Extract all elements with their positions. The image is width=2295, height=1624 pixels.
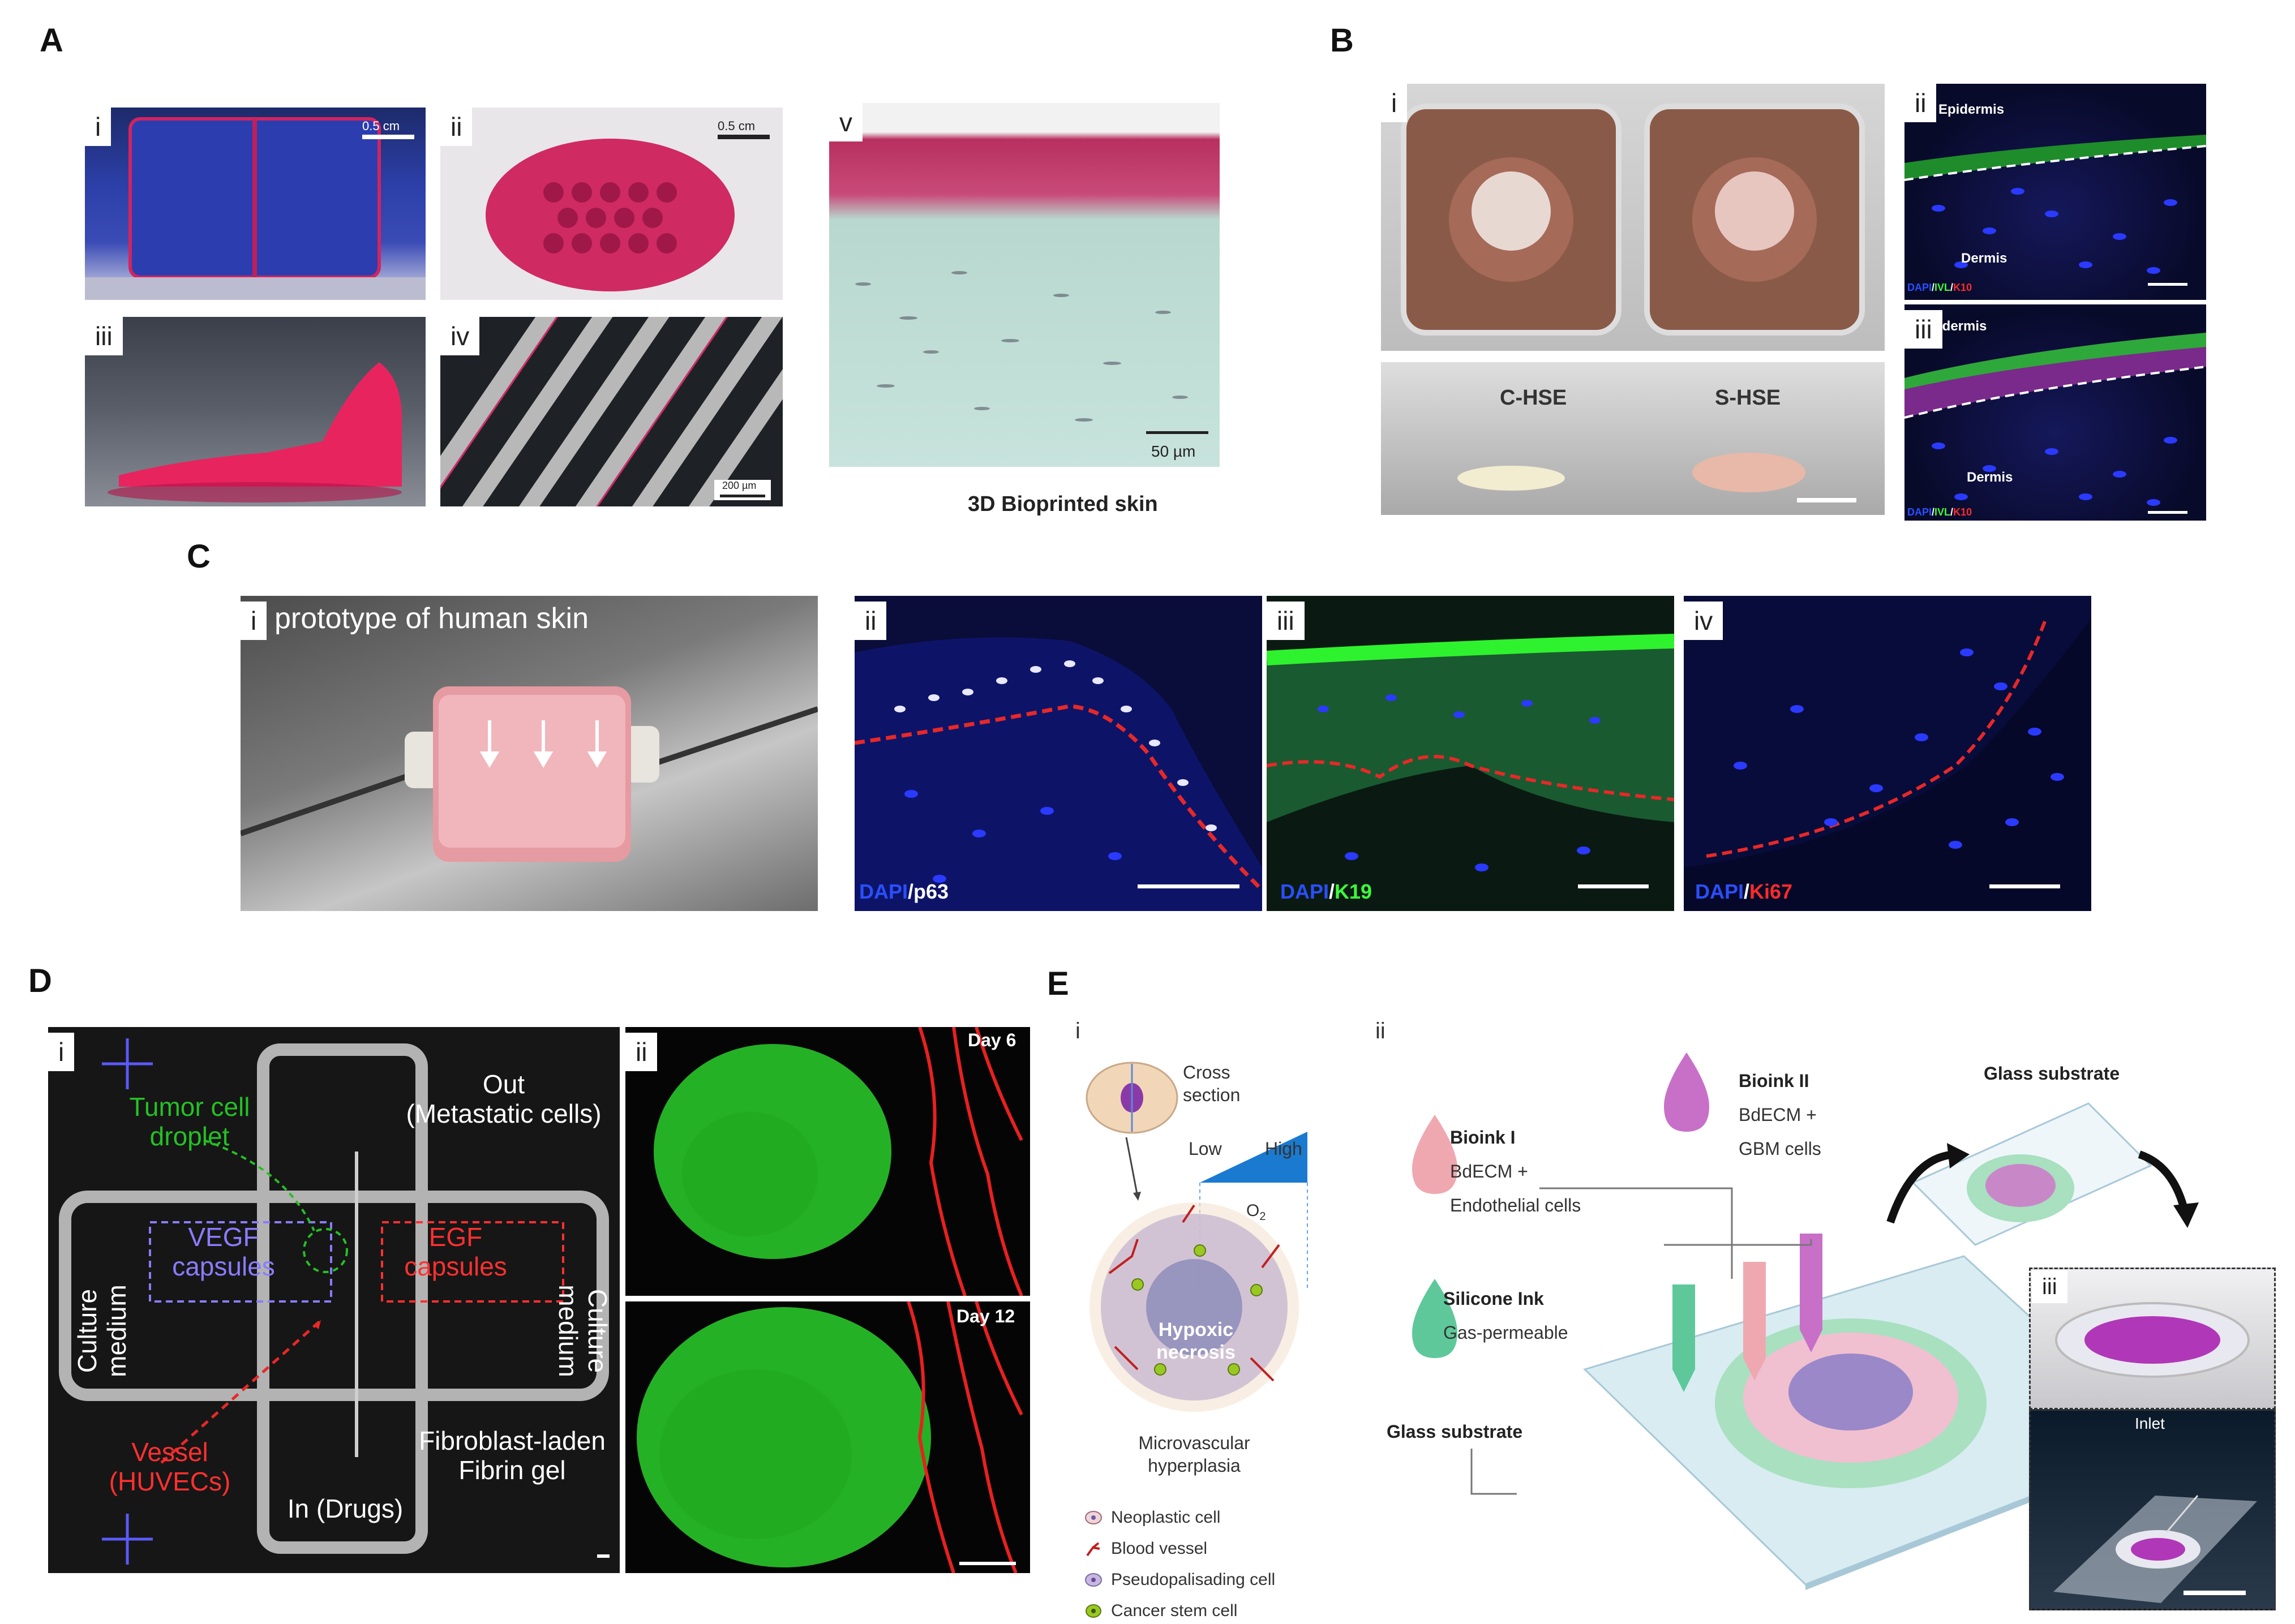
bioink1-line1: BdECM + <box>1450 1161 1528 1182</box>
panel-e-i-diagram <box>1070 1052 1336 1505</box>
high-label: High <box>1265 1138 1302 1159</box>
panel-d-i-image <box>48 1027 620 1573</box>
panel-letter-d: D <box>28 963 52 999</box>
panel-c-iii-label: iii <box>1267 602 1305 640</box>
silicone-title: Silicone Ink <box>1443 1288 1544 1309</box>
panel-b-ii-stain-label: DAPI/IVL/K10 <box>1907 282 1972 293</box>
panel-d-ii-day12-image <box>625 1301 1030 1573</box>
silicone-line1: Gas-permeable <box>1443 1322 1568 1343</box>
panel-letter-e: E <box>1047 965 1069 1002</box>
panel-b-iii-label: iii <box>1904 310 1942 349</box>
scale-bar <box>362 135 414 139</box>
panel-a-iii-label: iii <box>85 317 123 355</box>
panel-d-ii-label: ii <box>625 1033 658 1071</box>
panel-c-iii-image <box>1267 596 1674 911</box>
dermis-label: Dermis <box>1967 470 2013 485</box>
panel-c-ii-image <box>855 596 1262 911</box>
bioink2-title: Bioink II <box>1739 1071 1809 1091</box>
legend-item: Neoplastic cell <box>1084 1508 1220 1527</box>
scale-bar <box>1146 431 1208 434</box>
panel-c-iii-stain-label: DAPI/K19 <box>1280 880 1372 903</box>
panel-c-iv-stain-label: DAPI/Ki67 <box>1695 880 1793 903</box>
in-drugs-label: In (Drugs) <box>287 1494 404 1523</box>
panel-b-i-image <box>1381 84 1885 351</box>
blood-vessel-icon <box>1084 1541 1103 1557</box>
glass-substrate-top-label: Glass substrate <box>1984 1063 2120 1084</box>
panel-e-ii-diagram <box>1358 1052 2275 1618</box>
panel-a-iv-label: iv <box>440 317 480 355</box>
epidermis-label: idermis <box>1938 319 1987 334</box>
panel-b-i-label: i <box>1381 84 1408 122</box>
panel-d-i-label: i <box>48 1033 75 1071</box>
panel-e-iii-label: iii <box>2032 1270 2067 1303</box>
epidermis-label: Epidermis <box>1938 102 2005 117</box>
panel-b-ii-image <box>1904 84 2206 300</box>
panel-a-iii-image <box>85 317 426 506</box>
vessel-label: Vessel(HUVECs) <box>109 1437 231 1496</box>
inlet-label: Inlet <box>2135 1415 2165 1432</box>
panel-a-ii-image <box>440 108 783 300</box>
panel-a-i-label: i <box>85 108 111 146</box>
dermis-label: Dermis <box>1961 251 2007 266</box>
legend-item: Cancer stem cell <box>1084 1601 1237 1621</box>
scale-bar-label: 0.5 cm <box>718 119 756 133</box>
panel-c-iv-label: iv <box>1684 602 1723 640</box>
panel-b-i-bottom-image <box>1381 362 1885 515</box>
glass-substrate-label: Glass substrate <box>1387 1421 1523 1442</box>
panel-a-v-image <box>829 103 1220 467</box>
panel-c-ii-stain-label: DAPI/p63 <box>859 880 949 903</box>
panel-e-i-label: i <box>1075 1019 1080 1043</box>
out-label: Out(Metastatic cells) <box>406 1069 602 1128</box>
day12-label: Day 12 <box>956 1306 1015 1326</box>
panel-c-i-label: i <box>241 602 267 640</box>
shse-label: S-HSE <box>1715 386 1781 410</box>
o2-label: O2 <box>1246 1201 1266 1223</box>
bioink1-title: Bioink I <box>1450 1127 1516 1148</box>
panel-letter-c: C <box>187 538 211 575</box>
panel-a-caption: 3D Bioprinted skin <box>968 492 1158 516</box>
panel-d-ii-day6-image <box>625 1027 1030 1296</box>
neoplastic-cell-icon <box>1084 1510 1103 1526</box>
panel-b-iii-stain-label: DAPI/IVL/K10 <box>1907 506 1972 518</box>
day6-label: Day 6 <box>968 1030 1016 1050</box>
panel-c-i-title: prototype of human skin <box>274 602 589 635</box>
panel-c-ii-label: ii <box>855 602 887 640</box>
chse-label: C-HSE <box>1500 386 1567 410</box>
panel-b-iii-image <box>1904 304 2206 521</box>
bioink2-line2: GBM cells <box>1739 1138 1821 1159</box>
panel-letter-a: A <box>40 22 63 59</box>
pseudopalisading-cell-icon <box>1084 1572 1103 1588</box>
panel-a-ii-label: ii <box>440 108 473 146</box>
panel-a-i-image <box>85 108 426 300</box>
panel-a-iv-image <box>440 317 783 506</box>
panel-c-i-image <box>241 596 818 911</box>
scale-bar <box>718 135 770 139</box>
bioink1-line2: Endothelial cells <box>1450 1195 1581 1215</box>
panel-e-iii-bottom-image <box>2029 1409 2276 1610</box>
legend-item: Pseudopalisading cell <box>1084 1570 1275 1589</box>
scale-bar-label: 200 µm <box>722 480 757 491</box>
cancer-stem-cell-icon <box>1084 1603 1103 1619</box>
panel-b-ii-label: ii <box>1904 84 1937 122</box>
panel-c-iv-image <box>1684 596 2091 911</box>
panel-e-iii-top-image <box>2029 1268 2276 1410</box>
panel-e-ii-label: ii <box>1375 1019 1385 1043</box>
scale-bar-label: 50 µm <box>1151 442 1196 460</box>
bioink2-line1: BdECM + <box>1739 1105 1817 1125</box>
panel-a-v-label: v <box>829 103 863 141</box>
scale-bar-label: 0.5 cm <box>362 119 400 133</box>
scale-bar <box>720 495 765 497</box>
panel-letter-b: B <box>1330 22 1354 59</box>
low-label: Low <box>1189 1138 1222 1159</box>
legend-item: Blood vessel <box>1084 1539 1207 1558</box>
